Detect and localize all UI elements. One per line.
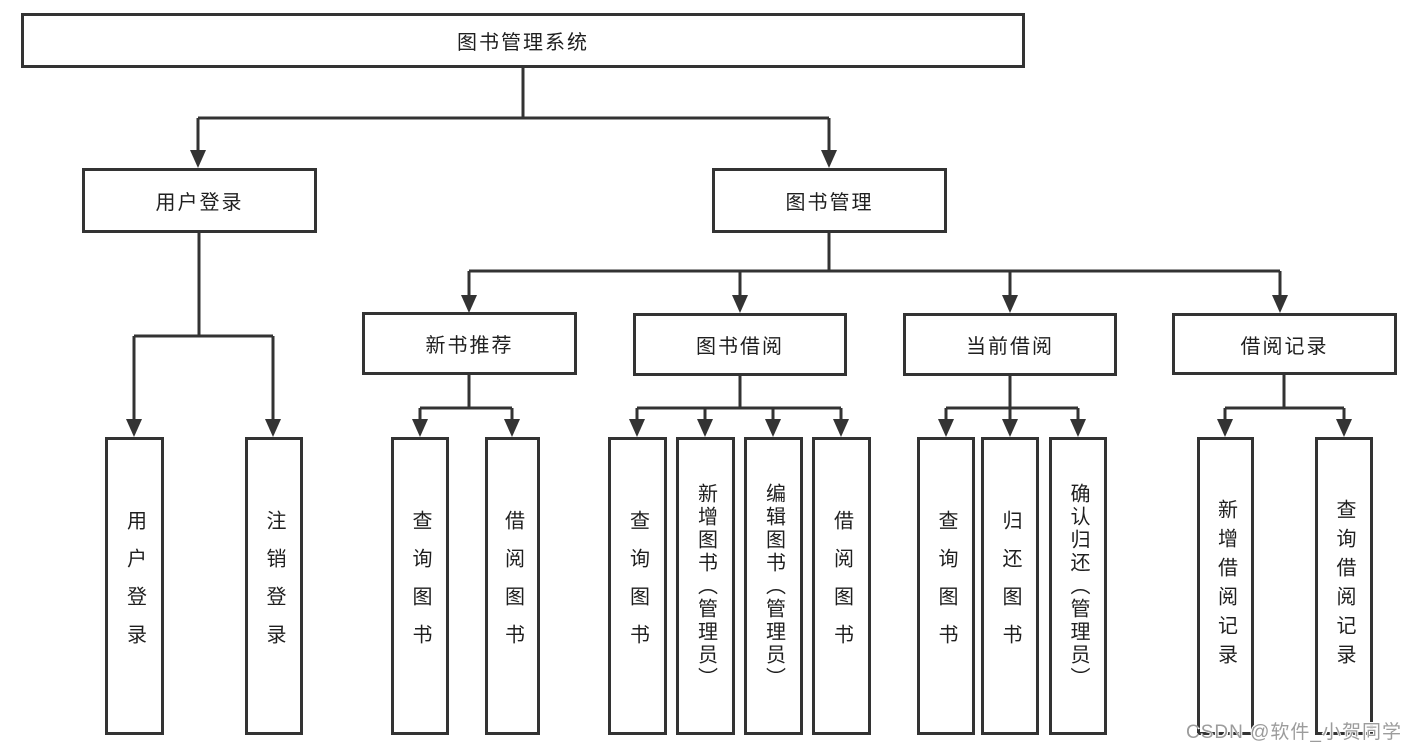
node-label: 图书管理系统 (457, 32, 589, 54)
leaf-label: 查询借阅记录 (1333, 499, 1355, 673)
leaf-label: 新增借阅记录 (1214, 499, 1237, 673)
leaf-label: 确认归还（管理员） (1067, 482, 1089, 690)
leaf-label: 查询图书 (409, 510, 431, 662)
arrowhead-icon (833, 419, 849, 437)
arrowhead-icon (697, 419, 713, 437)
arrowhead-icon (765, 419, 781, 437)
node-label: 新书推荐 (425, 335, 514, 357)
arrowhead-icon (461, 295, 477, 313)
node-label: 图书管理 (785, 192, 874, 214)
arrowhead-icon (412, 419, 428, 437)
leaf-query-books-current: 查询图书 (917, 437, 975, 735)
csdn-watermark: CSDN @软件_小贺同学 (1186, 722, 1402, 743)
node-library-management-system: 图书管理系统 (21, 13, 1025, 68)
leaf-label: 注销登录 (263, 510, 285, 662)
leaf-add-books-admin: 新增图书（管理员） (676, 437, 735, 735)
leaf-query-borrow-record: 查询借阅记录 (1315, 437, 1373, 735)
arrowhead-icon (629, 419, 645, 437)
node-user-login: 用户登录 (82, 168, 317, 233)
leaf-label: 用户登录 (123, 510, 146, 662)
arrowhead-icon (1336, 419, 1352, 437)
arrowhead-icon (126, 419, 142, 437)
arrowhead-icon (504, 419, 520, 437)
leaf-label: 借阅图书 (830, 510, 853, 662)
leaf-borrow-books-recommend: 借阅图书 (485, 437, 540, 735)
arrowhead-icon (190, 150, 206, 168)
arrowhead-icon (938, 419, 954, 437)
leaf-borrow-books: 借阅图书 (812, 437, 871, 735)
leaf-label: 查询图书 (935, 510, 957, 662)
arrowhead-icon (1002, 295, 1018, 313)
leaf-confirm-return-admin: 确认归还（管理员） (1049, 437, 1107, 735)
leaf-label: 查询图书 (626, 510, 649, 662)
node-new-book-recommend: 新书推荐 (362, 312, 577, 375)
leaf-add-borrow-record: 新增借阅记录 (1197, 437, 1254, 735)
arrowhead-icon (1217, 419, 1233, 437)
leaf-logout: 注销登录 (245, 437, 303, 735)
node-current-borrowing: 当前借阅 (903, 313, 1117, 376)
leaf-label: 编辑图书（管理员） (762, 482, 785, 690)
arrowhead-icon (732, 295, 748, 313)
node-label: 图书借阅 (696, 336, 784, 358)
node-book-borrowing: 图书借阅 (633, 313, 847, 376)
node-label: 用户登录 (155, 192, 244, 214)
arrowhead-icon (821, 150, 837, 168)
node-label: 当前借阅 (966, 336, 1054, 358)
leaf-label: 新增图书（管理员） (694, 482, 717, 690)
arrowhead-icon (1002, 419, 1018, 437)
leaf-return-books: 归还图书 (981, 437, 1039, 735)
leaf-label: 归还图书 (999, 510, 1021, 662)
node-book-management: 图书管理 (712, 168, 947, 233)
leaf-query-books-recommend: 查询图书 (391, 437, 449, 735)
leaf-query-books-borrowing: 查询图书 (608, 437, 667, 735)
node-borrowing-records: 借阅记录 (1172, 313, 1397, 375)
node-label: 借阅记录 (1240, 335, 1329, 358)
leaf-label: 借阅图书 (501, 510, 524, 662)
arrowhead-icon (1070, 419, 1086, 437)
arrowhead-icon (1272, 295, 1288, 313)
leaf-edit-books-admin: 编辑图书（管理员） (744, 437, 803, 735)
leaf-user-login: 用户登录 (105, 437, 164, 735)
arrowhead-icon (265, 419, 281, 437)
